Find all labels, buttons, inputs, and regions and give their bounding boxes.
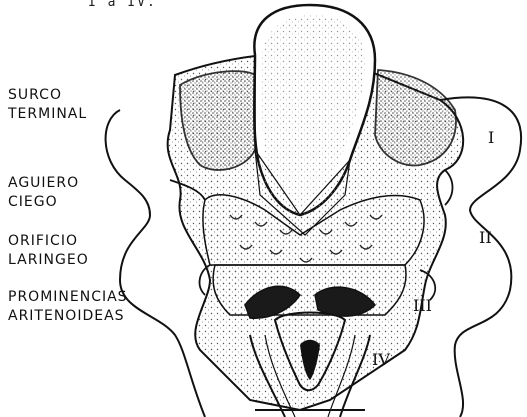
arch-numeral-ii: II: [479, 228, 492, 247]
label-aritenoideas: ARITENOIDEAS: [8, 307, 128, 326]
arch-numeral-i: I: [488, 128, 494, 147]
label-orificio-laringeo: ORIFICIO LARINGEO: [8, 232, 89, 270]
label-aguiero: AGUIERO: [8, 174, 79, 193]
label-surco-terminal: SURCO TERMINAL: [8, 86, 87, 124]
label-laringeo: LARINGEO: [8, 251, 89, 270]
label-orificio: ORIFICIO: [8, 232, 89, 251]
label-aguiero-ciego: AGUIERO CIEGO: [8, 174, 79, 212]
arch-i-right: [375, 70, 456, 165]
arch-numeral-iii: III: [413, 296, 432, 315]
label-terminal: TERMINAL: [8, 105, 87, 124]
arch-numeral-iv: IV: [372, 350, 390, 369]
label-surco: SURCO: [8, 86, 87, 105]
label-ciego: CIEGO: [8, 193, 79, 212]
label-prominencias: PROMINENCIAS: [8, 288, 128, 307]
label-prominencias-aritenoideas: PROMINENCIAS ARITENOIDEAS: [8, 288, 128, 326]
arch-iii-region: [213, 265, 406, 315]
